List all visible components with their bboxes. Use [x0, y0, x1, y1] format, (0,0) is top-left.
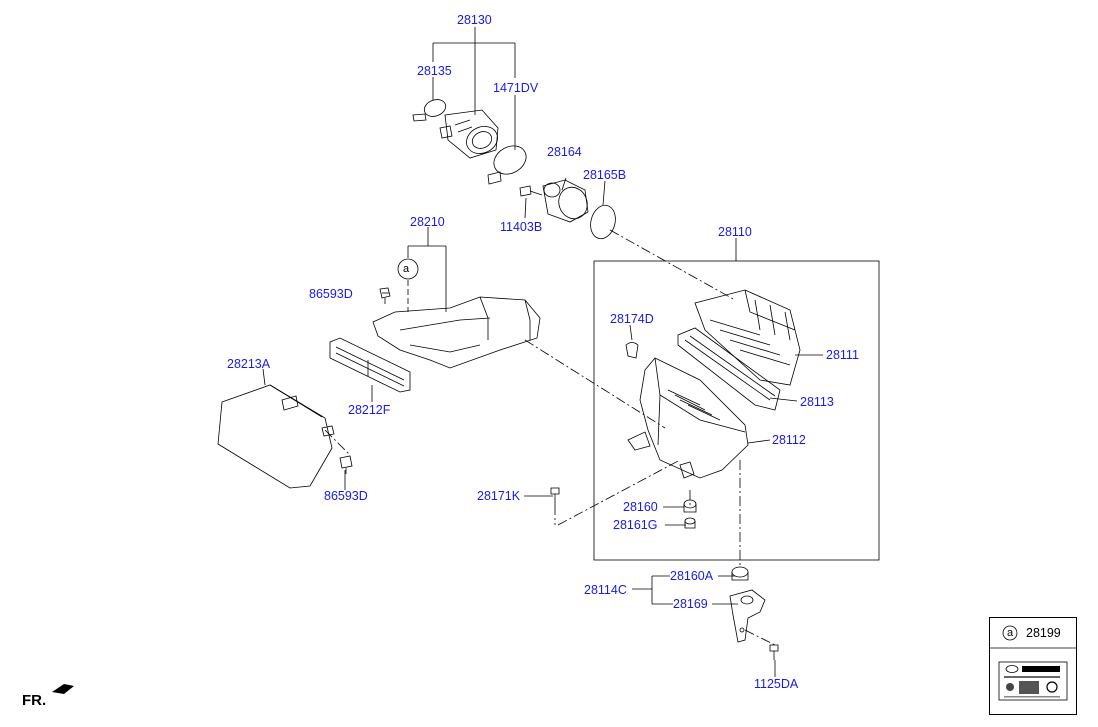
label-28213A: 28213A: [227, 357, 271, 371]
label-28113: 28113: [800, 395, 834, 409]
filter-28113-part: [677, 327, 781, 411]
resonator-28164-part: [542, 179, 589, 223]
label-28171K: 28171K: [477, 489, 521, 503]
oring-28165B-part: [590, 204, 616, 240]
label-28160A: 28160A: [670, 569, 714, 583]
seal-28212F-part: [329, 337, 411, 393]
bolt-1125DA-part: [769, 644, 779, 660]
legend-graphics: [990, 625, 1076, 701]
bolt-11403B-part: [519, 185, 543, 197]
clip-28174D-part: [625, 342, 639, 359]
collar-28161G-part: [684, 517, 696, 529]
label-28111: 28111: [826, 348, 859, 362]
ref-a-text: a: [403, 263, 410, 275]
label-28130: 28130: [457, 13, 492, 27]
label-28212F: 28212F: [348, 403, 391, 417]
label-1125DA: 1125DA: [754, 677, 799, 691]
duct-28210-part: [372, 296, 541, 369]
label-28135: 28135: [417, 64, 452, 78]
reference-circle-a: [397, 258, 419, 280]
legend-ref-a-text: a: [1007, 627, 1014, 639]
housing-28112-part: [627, 357, 749, 479]
assembly-box-28110: [593, 260, 880, 561]
label-1471DV: 1471DV: [493, 81, 539, 95]
label-28114C: 28114C: [584, 583, 627, 597]
bolt-28171K-part: [550, 487, 560, 505]
front-arrow-icon: [52, 684, 74, 694]
bracket-28169-part: [729, 589, 766, 643]
label-28210: 28210: [410, 215, 445, 229]
bracket-28210: [407, 227, 447, 312]
bracket-28130: [432, 27, 516, 150]
clamp-1471DV-part: [487, 145, 527, 185]
label-28164: 28164: [547, 145, 582, 159]
label-28112: 28112: [772, 433, 806, 447]
label-28174D: 28174D: [610, 312, 654, 326]
legend-part-number: 28199: [1026, 626, 1061, 640]
label-11403B: 11403B: [500, 220, 543, 234]
label-86593D-bottom: 86593D: [324, 489, 368, 503]
cover-28213A-part: [217, 384, 335, 489]
label-28161G: 28161G: [613, 518, 658, 532]
label-86593D-top: 86593D: [309, 287, 353, 301]
clip-86593D-bottom-part: [339, 455, 353, 474]
label-28160: 28160: [623, 500, 658, 514]
cover-28111-part: [694, 289, 801, 386]
clamp-28135-part: [412, 99, 447, 122]
label-28165B: 28165B: [583, 168, 627, 182]
label-28110: 28110: [718, 225, 752, 239]
grommet-28160-part: [683, 499, 697, 513]
front-direction-label: FR.: [22, 692, 47, 709]
emission-label-icon: [998, 661, 1068, 701]
grommet-28160A-part: [731, 566, 749, 581]
label-28169: 28169: [673, 597, 708, 611]
sensor-28130-part: [439, 109, 499, 159]
clip-86593D-top-part: [379, 287, 391, 304]
legend-box: a 28199: [989, 617, 1077, 715]
